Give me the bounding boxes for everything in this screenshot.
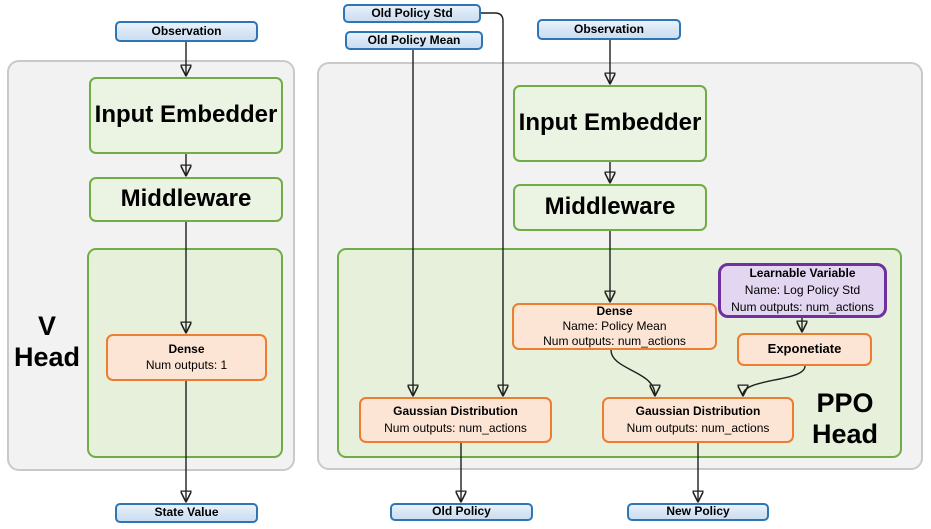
dense-policy-mean-title: Dense bbox=[596, 304, 633, 318]
middleware-node-ppo-label: Middleware bbox=[544, 193, 676, 221]
old-policy-output-label: Old Policy bbox=[432, 504, 491, 519]
middleware-node-v-label: Middleware bbox=[120, 185, 252, 213]
exponetiate-node-label: Exponetiate bbox=[767, 341, 842, 357]
old-policy-output-node: Old Policy bbox=[390, 503, 533, 521]
old-policy-mean-node: Old Policy Mean bbox=[345, 31, 483, 50]
v-head-label-line1: V bbox=[37, 311, 56, 341]
learnable-variable-node: Learnable Variable Name: Log Policy Std … bbox=[718, 263, 887, 318]
new-policy-output-node: New Policy bbox=[627, 503, 769, 521]
observation-node-ppo: Observation bbox=[537, 19, 681, 40]
gaussian-old-outputs: Num outputs: num_actions bbox=[384, 421, 527, 435]
state-value-node-label: State Value bbox=[154, 505, 219, 520]
input-embedder-node-v: Input Embedder bbox=[89, 77, 283, 154]
dense-policy-mean-node: Dense Name: Policy Mean Num outputs: num… bbox=[512, 303, 717, 350]
ppo-head-label: PPO Head bbox=[799, 388, 891, 450]
gaussian-distribution-old-node: Gaussian Distribution Num outputs: num_a… bbox=[359, 397, 552, 443]
v-head-label: V Head bbox=[1, 311, 93, 373]
ppo-head-label-line2: Head bbox=[811, 419, 879, 449]
observation-node-v: Observation bbox=[115, 21, 258, 42]
dense-policy-mean-name: Name: Policy Mean bbox=[562, 319, 667, 333]
input-embedder-node-ppo: Input Embedder bbox=[513, 85, 707, 162]
dense-node-v-title: Dense bbox=[168, 342, 205, 357]
state-value-node: State Value bbox=[115, 503, 258, 523]
ppo-head-label-line1: PPO bbox=[816, 388, 874, 418]
dense-policy-mean-outputs: Num outputs: num_actions bbox=[543, 334, 686, 348]
exponetiate-node: Exponetiate bbox=[737, 333, 872, 366]
learnable-variable-outputs: Num outputs: num_actions bbox=[731, 299, 874, 314]
middleware-node-ppo: Middleware bbox=[513, 184, 707, 231]
gaussian-new-outputs: Num outputs: num_actions bbox=[626, 421, 770, 435]
input-embedder-node-v-label: Input Embedder bbox=[94, 101, 278, 129]
gaussian-new-title: Gaussian Distribution bbox=[635, 403, 761, 418]
dense-node-v: Dense Num outputs: 1 bbox=[106, 334, 267, 381]
learnable-variable-title: Learnable Variable bbox=[749, 266, 856, 281]
v-head-label-line2: Head bbox=[13, 342, 81, 372]
new-policy-output-label: New Policy bbox=[666, 504, 730, 519]
input-embedder-node-ppo-label: Input Embedder bbox=[518, 109, 702, 137]
old-policy-std-node: Old Policy Std bbox=[343, 4, 481, 23]
old-policy-mean-node-label: Old Policy Mean bbox=[367, 32, 461, 47]
learnable-variable-name: Name: Log Policy Std bbox=[744, 283, 861, 298]
gaussian-distribution-new-node: Gaussian Distribution Num outputs: num_a… bbox=[602, 397, 794, 443]
dense-node-v-outputs: Num outputs: 1 bbox=[145, 357, 228, 372]
observation-node-ppo-label: Observation bbox=[573, 21, 645, 36]
old-policy-std-node-label: Old Policy Std bbox=[371, 5, 453, 20]
middleware-node-v: Middleware bbox=[89, 177, 283, 222]
gaussian-old-title: Gaussian Distribution bbox=[393, 403, 518, 418]
observation-node-v-label: Observation bbox=[151, 23, 222, 38]
